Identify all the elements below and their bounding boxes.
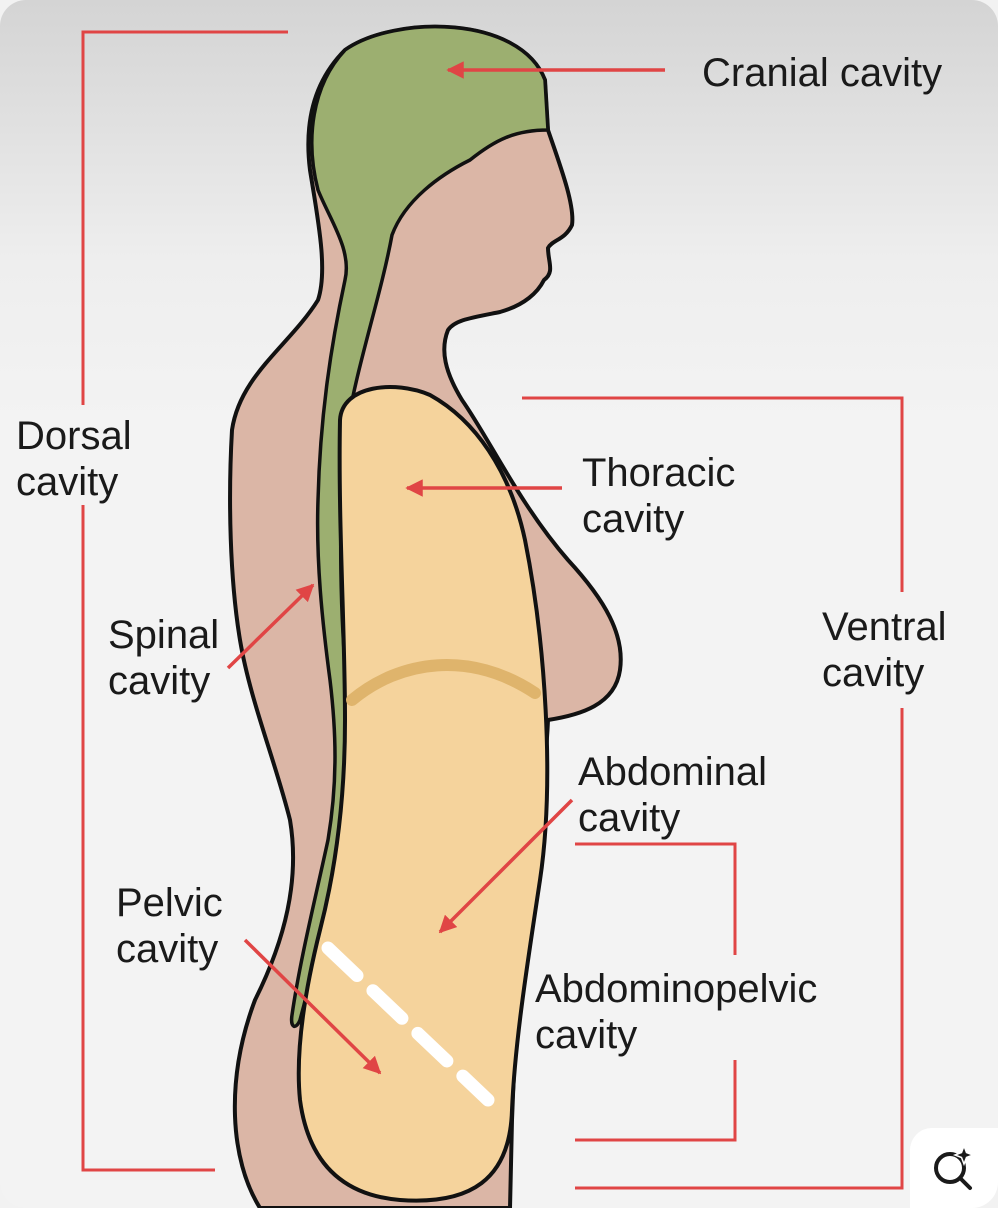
abdominal-arrow [438,798,574,934]
diaphragm-line [346,659,541,706]
label-spinal-line1: Spinal [108,613,220,657]
label-cranial-text: Cranial cavity [702,51,943,95]
pelvic-brim-dashed-line [321,941,495,1107]
label-ventral-line2: cavity [822,651,925,695]
label-pelvic-cavity: Pelvic cavity [116,880,223,972]
ventral-cavity [296,385,550,1203]
label-abdominopelvic-line1: Abdominopelvic [535,967,818,1011]
label-dorsal-line2: cavity [16,460,119,504]
spinal-arrow [226,583,315,670]
label-pelvic-line1: Pelvic [116,881,223,925]
label-thoracic-line2: cavity [582,497,685,541]
label-cranial-cavity: Cranial cavity [702,50,942,96]
abdominopelvic-bracket [575,842,737,1142]
label-abdominal-cavity: Abdominal cavity [578,749,767,841]
pelvic-arrow [243,938,382,1075]
label-dorsal-line1: Dorsal [16,414,132,458]
label-abdominal-line2: cavity [578,796,681,840]
label-ventral-line1: Ventral [822,605,947,649]
label-pelvic-line2: cavity [116,927,219,971]
label-abdominopelvic-line2: cavity [535,1013,638,1057]
visual-search-sparkle-icon [934,1144,976,1190]
label-ventral-cavity: Ventral cavity [822,604,947,696]
visual-search-button[interactable] [910,1128,998,1208]
label-spinal-cavity: Spinal cavity [108,612,219,704]
label-thoracic-line1: Thoracic [582,451,736,495]
label-dorsal-cavity: Dorsal cavity [16,413,132,505]
ventral-bracket [522,396,904,1190]
dorsal-bracket [81,30,288,1172]
label-thoracic-cavity: Thoracic cavity [582,450,735,542]
label-abdominopelvic-cavity: Abdominopelvic cavity [535,966,817,1058]
label-spinal-line2: cavity [108,659,211,703]
label-abdominal-line1: Abdominal [578,750,768,794]
